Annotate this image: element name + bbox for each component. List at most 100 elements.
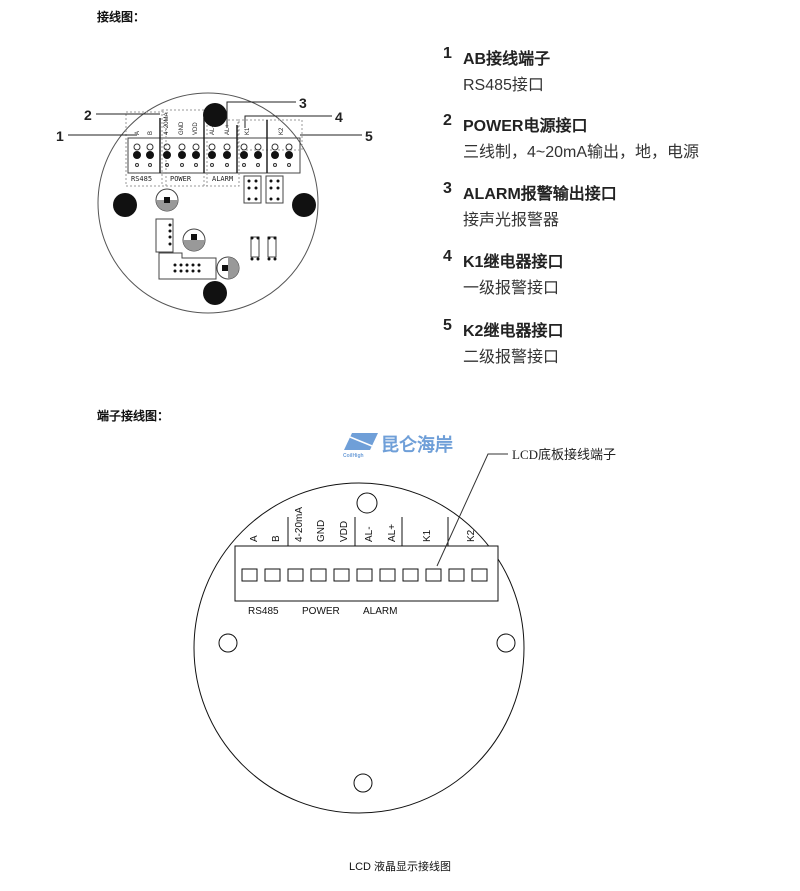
pcb-pin-label: K1 (245, 127, 251, 135)
wiring-header: 接线图： (97, 10, 146, 24)
pcb-pin-label: A (135, 131, 141, 135)
terminal-hole (223, 143, 231, 151)
terminal-slot (241, 568, 258, 582)
callout-1: 1 (56, 128, 64, 144)
lcd-pin-label: 4-20mA (294, 507, 305, 542)
lcd-group-alarm: ALARM (363, 606, 397, 617)
terminal-slot (310, 568, 327, 582)
legend-num: 4 (443, 248, 452, 265)
terminal-screw (192, 151, 200, 159)
terminal-hole (148, 163, 152, 167)
legend-num: 3 (443, 180, 452, 197)
terminal-screw (146, 151, 154, 159)
pcb-group-alarm: ALARM (212, 175, 233, 183)
legend-desc: 一级报警接口 (463, 280, 560, 297)
pcb-pin-label: GND (179, 121, 185, 135)
terminal-slot (425, 568, 442, 582)
terminal-slot (402, 568, 419, 582)
terminal-hole (285, 143, 293, 151)
lcd-pin-label: K1 (422, 529, 433, 542)
pcb-group-power: POWER (170, 175, 192, 183)
terminal-screw (178, 151, 186, 159)
terminal-hole (146, 143, 154, 151)
terminal-hole (287, 163, 291, 167)
terminal-screw (163, 151, 171, 159)
legend-num: 1 (443, 45, 452, 62)
terminal-hole (256, 163, 260, 167)
terminal-slot (356, 568, 373, 582)
terminal-slot (448, 568, 465, 582)
callout-5: 5 (365, 128, 373, 144)
pcb-pin-label: AL+ (225, 124, 231, 135)
legend-num: 5 (443, 317, 452, 334)
terminal-screw (254, 151, 262, 159)
legend-title: K1继电器接口 (463, 254, 564, 271)
lcd-group-rs485: RS485 (248, 606, 279, 617)
lcd-pin-label: AL+ (387, 524, 398, 542)
lcd-pin-label: AL- (364, 526, 375, 542)
lcd-pin-label: VDD (339, 521, 350, 542)
logo-text: 昆仑海岸 (381, 434, 453, 455)
terminal-hole (225, 163, 229, 167)
terminal-hole (194, 163, 198, 167)
terminal-hole (192, 143, 200, 151)
terminal-screw (285, 151, 293, 159)
mounting-hole (292, 193, 316, 217)
legend-desc: 三线制，4~20mA输出，地，电源 (463, 144, 700, 161)
terminal-screw (208, 151, 216, 159)
terminal-screw (271, 151, 279, 159)
pcb-pin-label: AL- (210, 126, 216, 135)
lcd-pin-label: B (271, 535, 282, 542)
terminal-hole (178, 143, 186, 151)
pcb-pin-label: 4~20MA (164, 112, 170, 135)
mounting-hole (113, 193, 137, 217)
legend-title: ALARM报警输出接口 (463, 186, 617, 203)
terminal-hole (133, 143, 141, 151)
terminal-slot (264, 568, 281, 582)
legend-desc: 接声光报警器 (463, 212, 560, 229)
callout-3: 3 (299, 95, 307, 111)
lcd-pin-label: GND (316, 520, 327, 542)
pcb-terminal-holes (133, 143, 293, 167)
terminal-hole (242, 163, 246, 167)
callout-2: 2 (84, 107, 92, 123)
terminal-hole (210, 163, 214, 167)
terminal-hole (135, 163, 139, 167)
mounting-hole (203, 103, 227, 127)
terminal-screw (240, 151, 248, 159)
legend-title: POWER电源接口 (463, 118, 588, 135)
lcd-caption: LCD 液晶显示接线图 (348, 861, 452, 873)
terminal-hole (273, 163, 277, 167)
pcb-group-rs485: RS485 (131, 175, 152, 183)
callout-4: 4 (335, 109, 343, 125)
terminal-slot (471, 568, 488, 582)
logo-sub: CoilHigh (343, 453, 364, 459)
lcd-group-power: POWER (302, 606, 340, 617)
terminal-hole (165, 163, 169, 167)
lcd-pin-label: K2 (466, 529, 477, 542)
terminal-hole (208, 143, 216, 151)
logo: CoilHigh 昆仑海岸 (343, 433, 453, 459)
legend-desc: 二级报警接口 (463, 349, 560, 366)
lcd-terminal-slots (241, 568, 488, 582)
terminal-hole (163, 143, 171, 151)
legend-title: AB接线端子 (463, 51, 551, 68)
terminal-hole (271, 143, 279, 151)
legend-num: 2 (443, 112, 452, 129)
pcb-pin-label: K2 (279, 127, 285, 135)
terminal-hole (240, 143, 248, 151)
terminal-slot (333, 568, 350, 582)
pcb-pin-label: VDD (193, 122, 199, 135)
legend-title: K2继电器接口 (463, 323, 564, 340)
terminal-screw (133, 151, 141, 159)
terminal-hole (180, 163, 184, 167)
mounting-hole (203, 281, 227, 305)
terminal-slot (287, 568, 304, 582)
terminal-slot (379, 568, 396, 582)
